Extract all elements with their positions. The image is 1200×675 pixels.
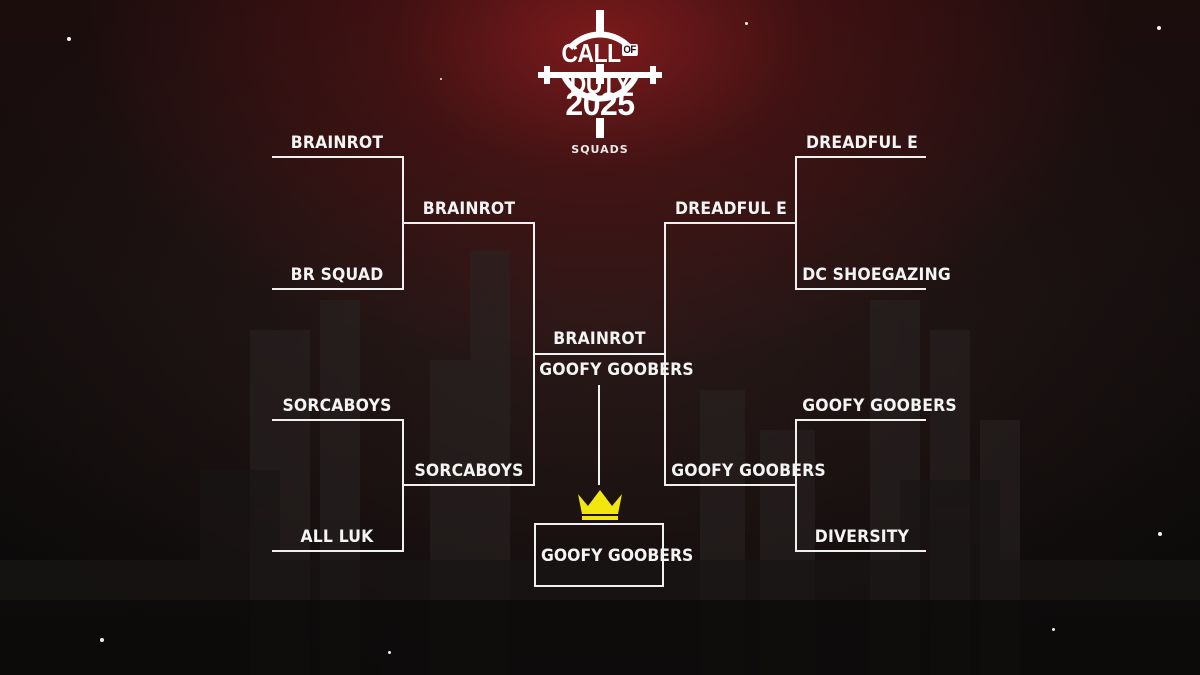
logo-word-of: OF [621, 44, 638, 56]
champion-box: GOOFY GOOBERS [534, 523, 694, 587]
team-right-r1-2: DC SHOEGAZING [802, 265, 951, 285]
team-right-r1-4: DIVERSITY [814, 527, 910, 547]
logo-subtitle: SQUADS [571, 143, 629, 156]
team-left-r2-1: BRAINROT [422, 199, 516, 219]
star-dot [1158, 532, 1162, 536]
star-dot [100, 638, 104, 642]
team-right-r1-1: DREADFUL E [805, 133, 919, 153]
crosshair-logo-icon [538, 10, 662, 138]
team-semifinal-right: GOOFY GOOBERS [539, 360, 694, 380]
team-left-r1-1: BRAINROT [290, 133, 384, 153]
star-dot [67, 37, 71, 41]
team-left-r1-3: SORCABOYS [282, 396, 392, 416]
team-semifinal-left: BRAINROT [553, 329, 646, 349]
logo-year: 2025 [565, 86, 635, 122]
team-left-r1-4: ALL LUK [300, 527, 374, 547]
team-right-r1-3: GOOFY GOOBERS [802, 396, 957, 416]
team-right-r2-2: GOOFY GOOBERS [671, 461, 826, 481]
bracket-line-left-r2 [403, 222, 535, 486]
star-dot [745, 22, 748, 25]
champion-name: GOOFY GOOBERS [541, 546, 694, 566]
star-dot [1157, 26, 1161, 30]
team-right-r2-1: DREADFUL E [674, 199, 788, 219]
logo-word-duty: DUTY [569, 69, 631, 99]
logo-word-call: CALL [561, 38, 621, 68]
team-left-r2-2: SORCABOYS [414, 461, 524, 481]
team-left-r1-2: BR SQUAD [290, 265, 384, 285]
star-dot [1052, 628, 1055, 631]
star-dot [388, 651, 391, 654]
bracket-line-right-r2 [664, 222, 796, 486]
crown-icon [578, 490, 622, 520]
star-dot [440, 78, 442, 80]
